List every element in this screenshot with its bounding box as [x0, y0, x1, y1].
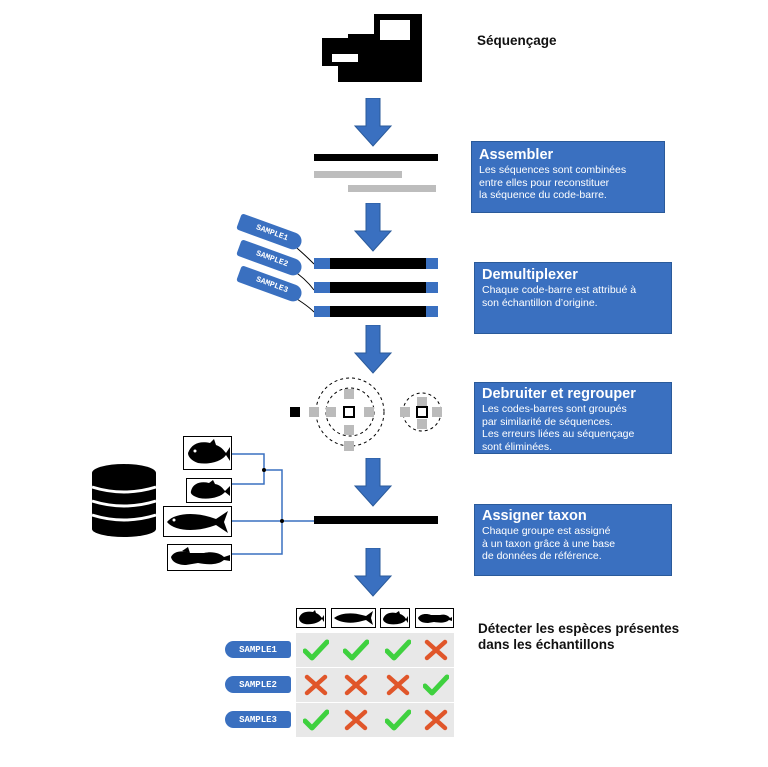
sample-label: SAMPLE3	[225, 711, 291, 728]
fish-icon	[183, 436, 232, 470]
read-bar	[314, 154, 438, 161]
check-icon	[378, 703, 418, 737]
database-icon	[91, 464, 157, 537]
fish-icon	[186, 478, 232, 503]
dereplicate-box: Debruiter et regrouper Les codes-barres …	[474, 382, 672, 454]
demux-bar	[314, 258, 438, 269]
fish-icon	[296, 608, 326, 628]
demux-title: Demultiplexer	[482, 267, 578, 283]
fish-icon	[331, 608, 376, 628]
cross-icon	[296, 668, 336, 702]
taxon-desc: Chaque groupe est assigné à un taxon grâ…	[482, 525, 616, 562]
demux-bar	[314, 282, 438, 293]
dereplicate-title: Debruiter et regrouper	[482, 386, 636, 402]
demux-bar	[314, 306, 438, 317]
demux-desc: Chaque code-barre est attribué à son éch…	[482, 284, 637, 309]
cross-icon	[336, 668, 376, 702]
check-icon	[336, 633, 376, 667]
assemble-box: Assembler Les séquences sont combinées e…	[471, 141, 665, 213]
cross-icon	[416, 633, 456, 667]
sequencer-icon	[322, 14, 422, 82]
assemble-title: Assembler	[479, 147, 554, 163]
otu-bar	[314, 516, 438, 524]
check-icon	[296, 703, 336, 737]
read-bar	[314, 171, 402, 178]
cross-icon	[336, 703, 376, 737]
arrow-down-icon	[353, 98, 393, 147]
demux-box: Demultiplexer Chaque code-barre est attr…	[474, 262, 672, 334]
fish-icon	[163, 506, 232, 537]
arrow-down-icon	[353, 458, 393, 507]
fish-icon	[415, 608, 454, 628]
sample-label: SAMPLE1	[225, 641, 291, 658]
cross-icon	[378, 668, 418, 702]
read-bar	[348, 185, 436, 192]
assemble-desc: Les séquences sont combinées entre elles…	[479, 164, 627, 201]
fish-icon	[167, 544, 232, 571]
arrow-down-icon	[353, 548, 393, 597]
dereplicate-desc: Les codes-barres sont groupés par simila…	[482, 403, 635, 453]
sample-label: SAMPLE2	[225, 676, 291, 693]
taxon-tree	[232, 453, 316, 555]
check-icon	[378, 633, 418, 667]
cluster-diagram	[290, 377, 442, 451]
result-row	[296, 668, 454, 702]
taxon-box: Assigner taxon Chaque groupe est assigné…	[474, 504, 672, 576]
arrow-down-icon	[353, 325, 393, 374]
sequencing-label: Séquençage	[477, 33, 557, 48]
fish-icon	[380, 608, 410, 628]
result-row	[296, 633, 454, 667]
check-icon	[416, 668, 456, 702]
cross-icon	[416, 703, 456, 737]
detect-label: Détecter les espèces présentes dans les …	[478, 621, 680, 652]
check-icon	[296, 633, 336, 667]
result-row	[296, 703, 454, 737]
taxon-title: Assigner taxon	[482, 508, 587, 524]
arrow-down-icon	[353, 203, 393, 252]
